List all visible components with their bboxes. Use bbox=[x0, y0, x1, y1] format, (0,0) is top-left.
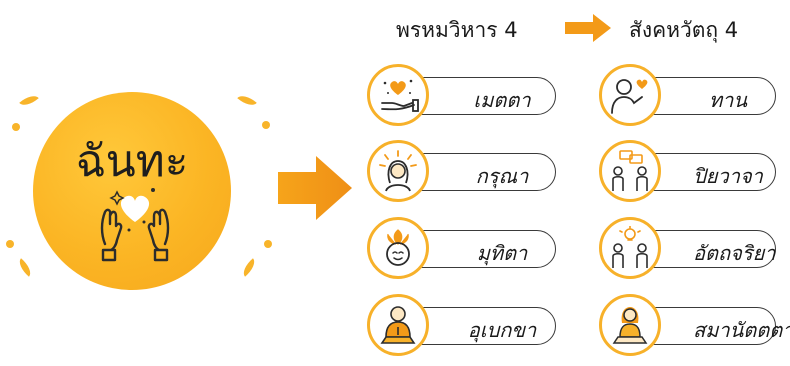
heart-hands-icon bbox=[100, 188, 170, 262]
dot-decoration bbox=[262, 121, 270, 129]
label-atthacariya: อัตถจริยา bbox=[693, 241, 776, 265]
leaf-decoration bbox=[237, 91, 257, 110]
two-people-idea-icon bbox=[612, 226, 648, 268]
main-arrow-icon bbox=[278, 156, 352, 220]
label-metta: เมตตา bbox=[473, 88, 531, 112]
icon-circle-mudita bbox=[367, 217, 429, 279]
leaf-decoration bbox=[239, 258, 259, 277]
icon-circle-atthacariya bbox=[599, 217, 661, 279]
two-people-talking-icon bbox=[612, 150, 648, 191]
person-giving-heart-icon bbox=[611, 79, 648, 114]
icon-circle-upekkha bbox=[367, 294, 429, 356]
dot-decoration bbox=[264, 240, 272, 248]
icon-circle-karuna bbox=[367, 140, 429, 202]
heart-in-hand-icon bbox=[381, 79, 419, 112]
dot-decoration bbox=[6, 240, 14, 248]
label-mudita: มุทิตา bbox=[476, 241, 528, 265]
lotus-head-icon bbox=[386, 229, 410, 266]
label-piyavaca: ปิยวาจา bbox=[693, 164, 763, 188]
woman-meditating-icon bbox=[612, 307, 648, 344]
label-upekkha: อุเบกขา bbox=[467, 318, 537, 342]
label-dana: ทาน bbox=[708, 88, 748, 112]
header-brahmavihara: พรหมวิหาร 4 bbox=[396, 18, 518, 42]
monk-meditating-icon bbox=[380, 306, 416, 344]
label-samanattata: สมานัตตตา bbox=[693, 318, 790, 342]
radiant-person-icon bbox=[379, 150, 417, 192]
label-karuna: กรุณา bbox=[475, 164, 529, 188]
icon-circle-samanattata bbox=[599, 294, 661, 356]
icon-circle-piyavaca bbox=[599, 140, 661, 202]
header-sangahavatthu: สังคหวัตถุ 4 bbox=[629, 18, 739, 42]
dot-decoration bbox=[12, 123, 20, 131]
leaf-decoration bbox=[19, 91, 39, 110]
icon-circle-metta bbox=[367, 64, 429, 126]
leaf-decoration bbox=[15, 258, 35, 277]
header-arrow-icon bbox=[565, 14, 611, 42]
icon-circle-dana bbox=[599, 64, 661, 126]
center-title: ฉันทะ bbox=[75, 136, 189, 187]
center-circle: ฉันทะ bbox=[33, 92, 231, 290]
